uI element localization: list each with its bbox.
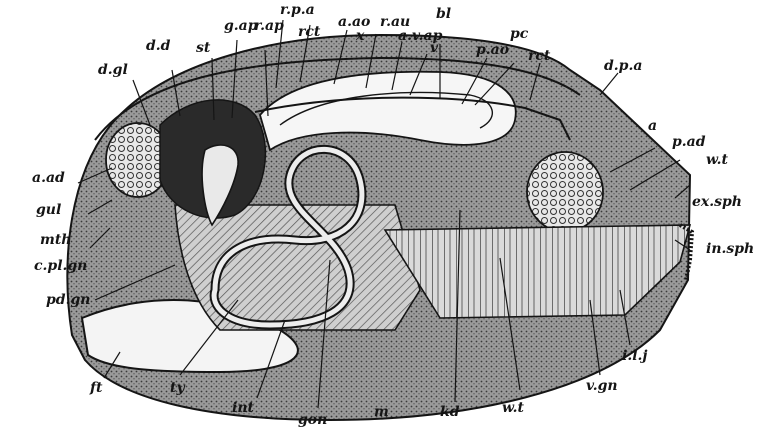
label-in-sph: in.sph [706,241,754,257]
label-ty: ty [170,380,185,396]
label-rct-right: rct [528,48,551,64]
label-v-gn: v.gn [586,378,618,394]
label-d-gl: d.gl [98,62,128,78]
label-ex-sph: ex.sph [692,194,742,210]
label-d-d: d.d [146,38,171,54]
label-gon: gon [298,412,327,428]
label-a-ao: a.ao [338,14,370,30]
label-r-p-a: r.p.a [280,2,315,18]
label-a: a [648,118,657,134]
label-ft: ft [89,380,103,396]
label-m: m [374,404,389,420]
label-g-ap: g.ap [224,18,258,34]
label-int: int [232,400,254,416]
label-kd: kd [440,404,460,420]
label-rct-top: rct [298,24,321,40]
label-x: x [355,28,365,44]
label-w-t-right: w.t [706,152,729,168]
label-mth: mth [40,232,71,248]
label-pc: pc [510,26,529,42]
label-a-v-ap: a.v.ap [398,28,443,44]
label-d-p-a: d.p.a [604,58,642,74]
label-pd-gn: pd.gn [46,292,90,308]
label-gul: gul [36,202,61,218]
label-st: st [196,40,211,56]
label-a-ad: a.ad [32,170,65,186]
label-r-ap: r.ap [254,18,284,34]
label-r-au: r.au [380,14,410,30]
label-i-l-j: i.l.j [622,348,647,364]
label-c-pl-gn: c.pl.gn [34,258,87,274]
label-w-t-bottom: w.t [502,400,525,416]
label-p-ad: p.ad [672,134,706,150]
posterior-adductor [527,152,603,232]
label-bl: bl [436,6,451,22]
label-p-ao: p.ao [476,42,509,58]
